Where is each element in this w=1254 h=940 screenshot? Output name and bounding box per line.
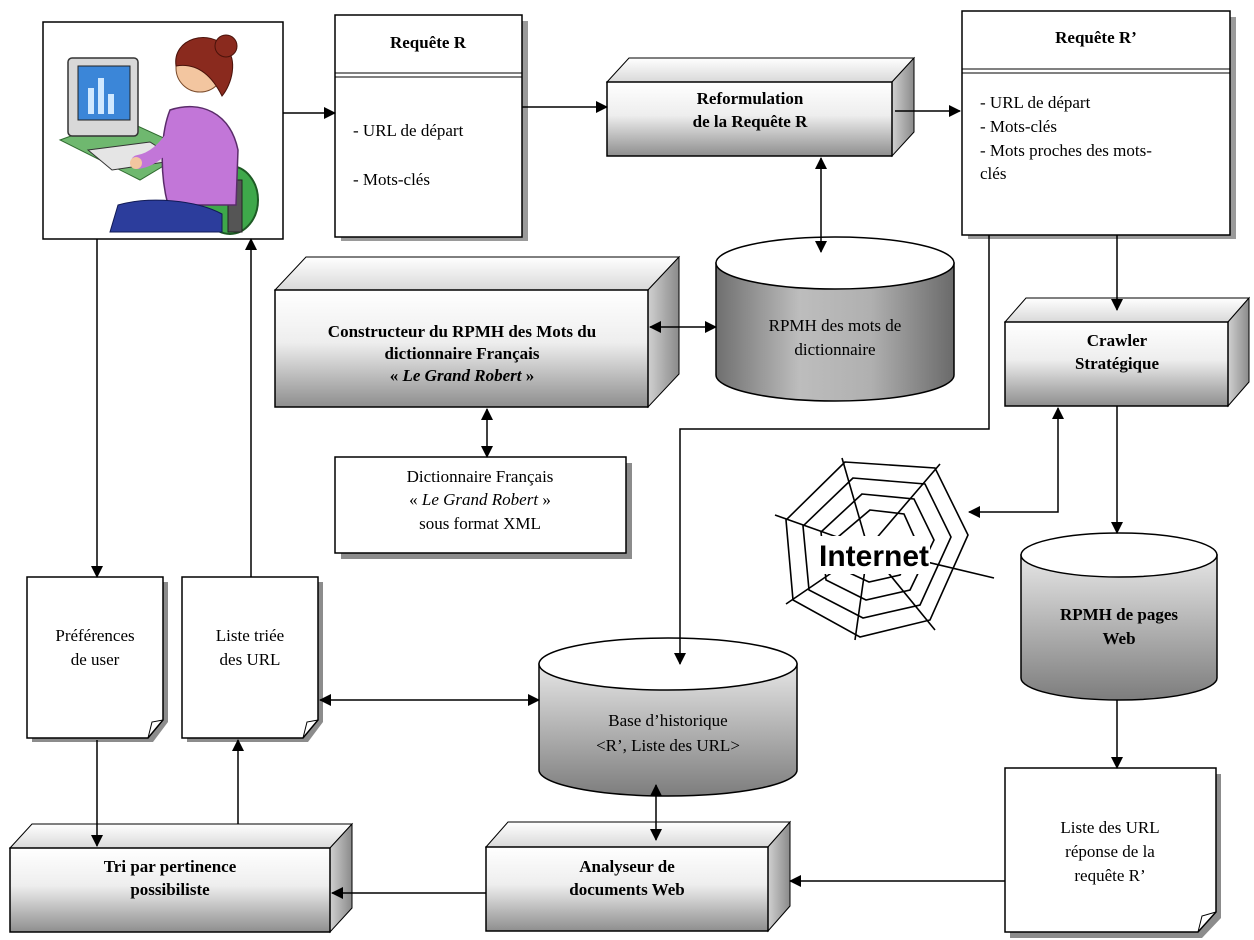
analyseur-box: Analyseur de documents Web — [484, 820, 792, 933]
rpmh-mots-cylinder: RPMH des mots de dictionnaire — [715, 236, 955, 402]
liste-reponse-line3: requête R’ — [1074, 866, 1145, 885]
requete-r-mots: - Mots-clés — [353, 170, 430, 189]
liste-reponse-line2: réponse de la — [1065, 842, 1155, 861]
preferences-line1: Préférences — [55, 626, 134, 645]
connectors — [91, 101, 1123, 899]
requete-r-box: Requête R - URL de départ - Mots-clés — [334, 14, 528, 241]
internet-label: Internet — [819, 540, 929, 573]
arrow-requete-r-prime-to-base — [674, 235, 990, 665]
constructeur-line2: dictionnaire Français — [384, 344, 539, 363]
base-historique-line2: <R’, Liste des URL> — [596, 736, 740, 755]
reformulation-line1: Reformulation — [697, 89, 804, 108]
constructeur-box: Constructeur du RPMH des Mots du diction… — [273, 255, 681, 409]
dictionnaire-box: Dictionnaire Français « Le Grand Robert … — [334, 456, 632, 559]
requete-r-prime-mots: - Mots-clés — [980, 117, 1057, 136]
requete-r-prime-proches-2: clés — [980, 164, 1006, 183]
user-station — [42, 21, 284, 240]
liste-reponse-doc: Liste des URL réponse de la requête R’ — [1004, 767, 1221, 938]
liste-reponse-line1: Liste des URL — [1060, 818, 1159, 837]
preferences-doc: Préférences de user — [26, 576, 168, 742]
reformulation-line2: de la Requête R — [693, 112, 808, 131]
requete-r-title: Requête R — [390, 33, 467, 52]
dictionnaire-line2: « Le Grand Robert » — [409, 490, 551, 509]
crawler-line2: Stratégique — [1075, 354, 1160, 373]
rpmh-mots-line2: dictionnaire — [794, 340, 875, 359]
rpmh-pages-line2: Web — [1102, 629, 1135, 648]
requete-r-prime-url: - URL de départ — [980, 93, 1091, 112]
crawler-box: Crawler Stratégique — [1003, 296, 1251, 408]
liste-triee-line1: Liste triée — [216, 626, 284, 645]
tri-line1: Tri par pertinence — [104, 857, 237, 876]
dictionnaire-line1: Dictionnaire Français — [407, 467, 554, 486]
base-historique-cylinder: Base d’historique <R’, Liste des URL> — [538, 637, 798, 797]
liste-triee-doc: Liste triée des URL — [181, 576, 323, 742]
dictionnaire-line3: sous format XML — [419, 514, 541, 533]
preferences-line2: de user — [71, 650, 120, 669]
constructeur-line3: « Le Grand Robert » — [390, 366, 535, 385]
tri-line2: possibiliste — [130, 880, 210, 899]
requete-r-prime-proches-1: - Mots proches des mots- — [980, 141, 1152, 160]
analyseur-line1: Analyseur de — [579, 857, 675, 876]
requete-r-url: - URL de départ — [353, 121, 464, 140]
reformulation-box: Reformulation de la Requête R — [605, 56, 916, 158]
analyseur-line2: documents Web — [569, 880, 684, 899]
rpmh-mots-line1: RPMH des mots de — [769, 316, 902, 335]
rpmh-pages-line1: RPMH de pages — [1060, 605, 1178, 624]
requete-r-prime-title: Requête R’ — [1055, 28, 1137, 47]
user-at-computer-icon — [58, 34, 259, 235]
tri-box: Tri par pertinence possibiliste — [8, 822, 354, 934]
internet-label-bg — [820, 536, 930, 574]
arrow-crawler-internet — [968, 407, 1064, 518]
liste-triee-line2: des URL — [220, 650, 281, 669]
rpmh-pages-cylinder: RPMH de pages Web — [1020, 532, 1218, 701]
crawler-line1: Crawler — [1087, 331, 1148, 350]
constructeur-line1: Constructeur du RPMH des Mots du — [328, 322, 596, 341]
base-historique-line1: Base d’historique — [608, 711, 727, 730]
requete-r-prime-box: Requête R’ - URL de départ - Mots-clés -… — [961, 10, 1236, 239]
